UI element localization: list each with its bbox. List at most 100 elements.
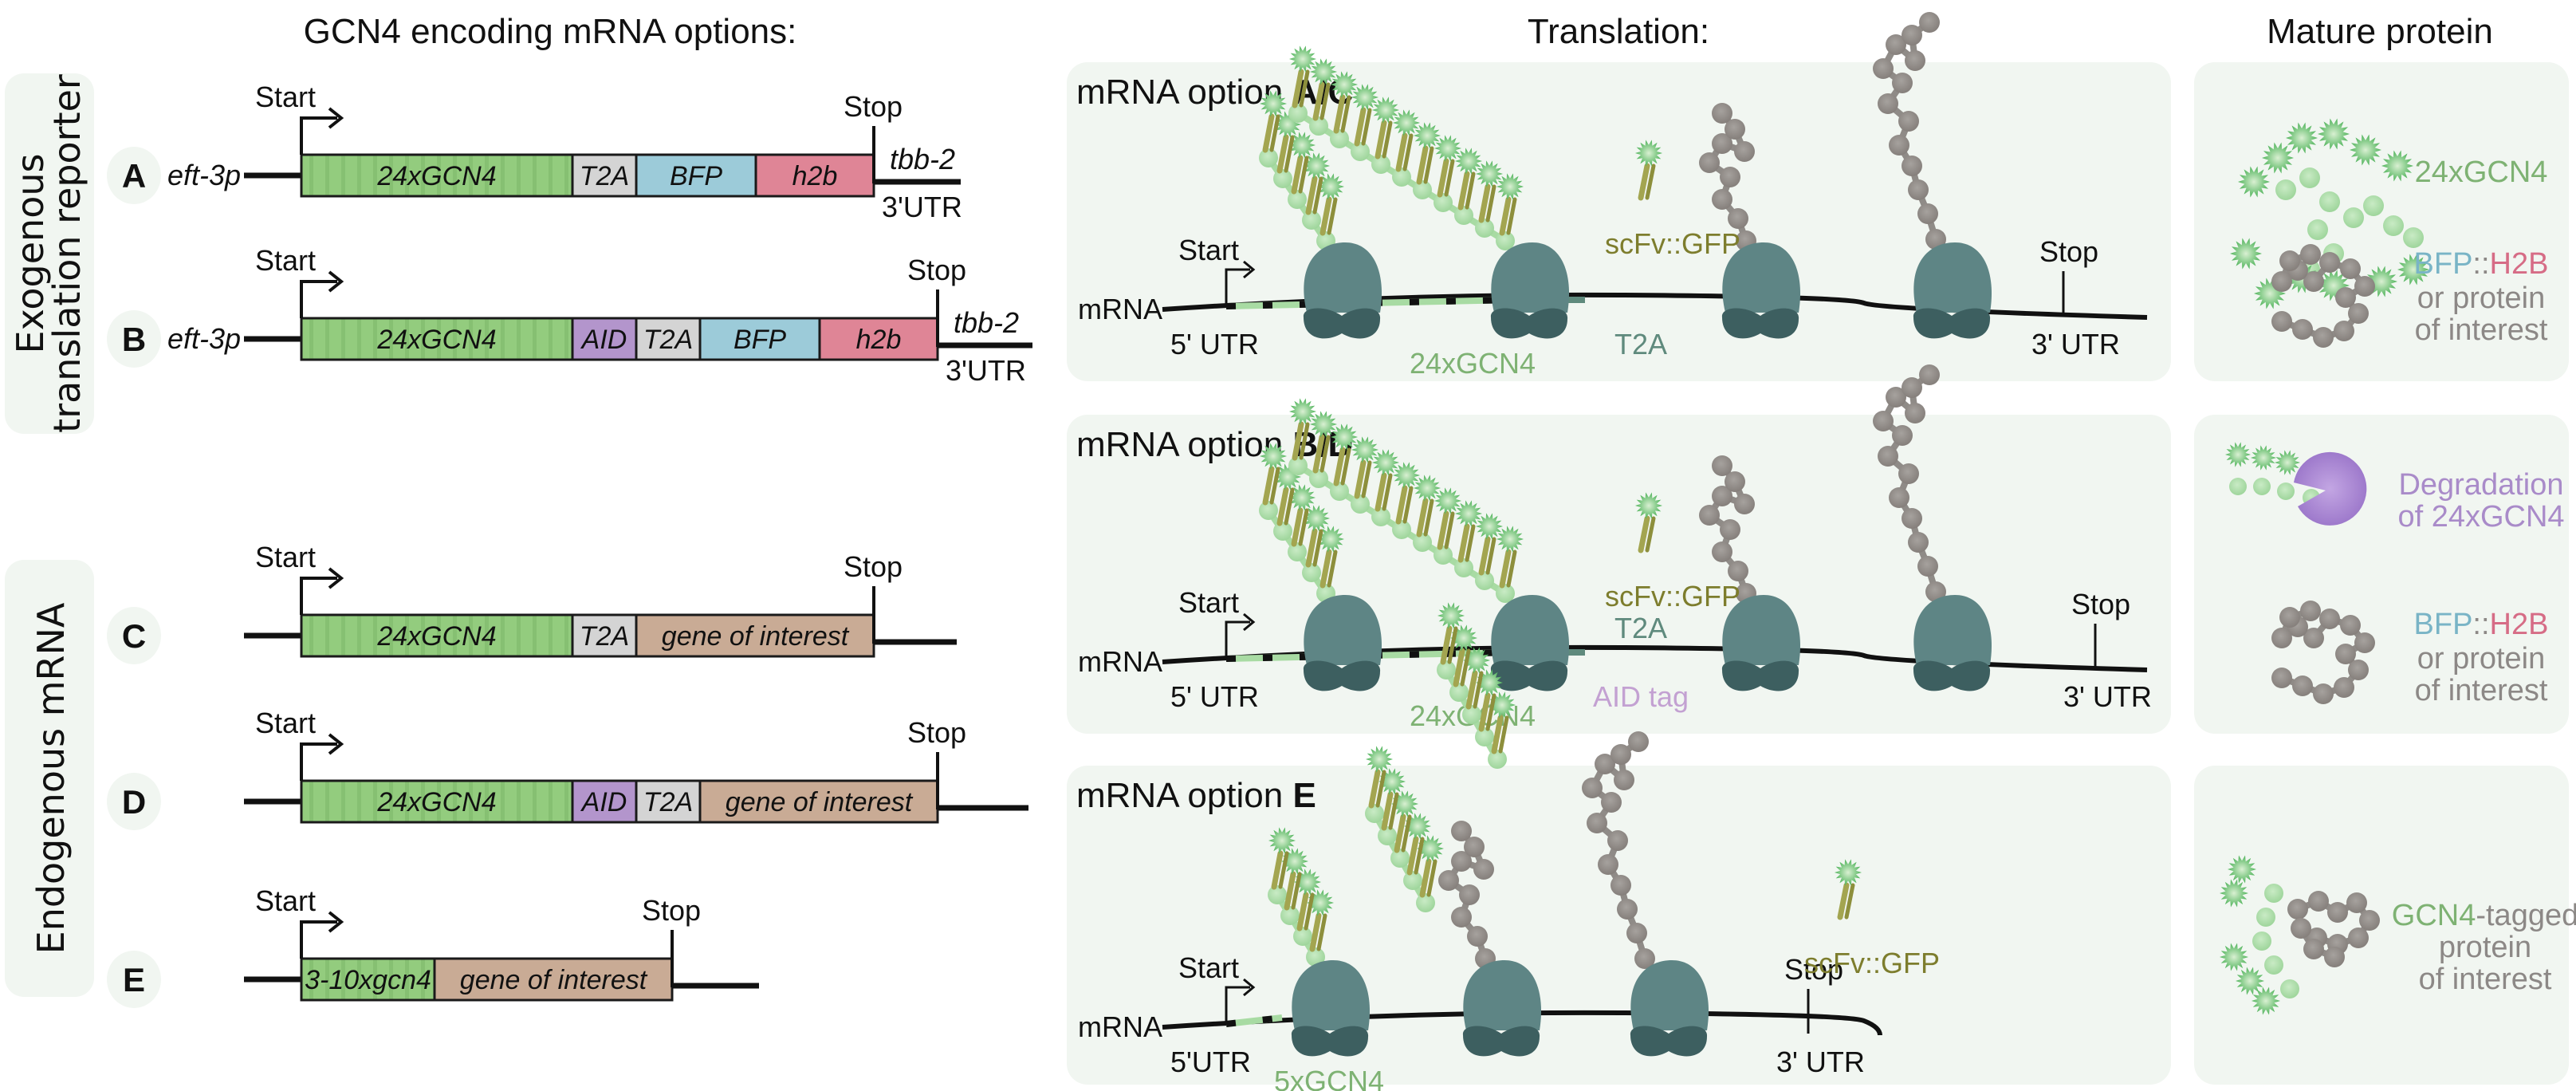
- construct-letter: C: [122, 617, 146, 655]
- scfv-stalk: [1269, 467, 1280, 505]
- gcn4-epitope-bead: [2403, 227, 2424, 248]
- scfv-stalk: [1312, 176, 1323, 215]
- scfv-stalk: [1638, 163, 1650, 201]
- scfv-gfp-icon: [1260, 90, 1287, 153]
- gcn4-epitope-bead: [1454, 206, 1473, 225]
- start-arrow-icon: [300, 107, 344, 155]
- gfp-star-icon: [1289, 398, 1316, 425]
- protein-bead: [1889, 487, 1909, 508]
- ribosome-small-subunit: [1721, 660, 1799, 691]
- ribosome-large-subunit: [1304, 595, 1382, 665]
- utr5-label: 5' UTR: [1170, 680, 1259, 713]
- protein-bead: [2354, 276, 2375, 297]
- start-arrow-icon: [300, 270, 344, 318]
- panel-title: mRNA option A/C: [1076, 73, 1353, 112]
- gcn4-epitope-bead: [1351, 494, 1370, 514]
- scfv-stalk: [1414, 837, 1425, 875]
- gfp-star-icon: [1303, 505, 1330, 532]
- gcn4-epitope-bead: [1434, 193, 1453, 212]
- segment-label: T2A: [643, 325, 693, 355]
- gcn4-epitope-bead: [2299, 167, 2320, 188]
- protein-of-interest-chain: [1873, 12, 1946, 250]
- scfv-stalk: [1333, 94, 1346, 134]
- gcn4-epitope-bead: [1259, 148, 1278, 167]
- segment-box: [635, 153, 757, 198]
- gfp-star-icon: [1434, 135, 1461, 162]
- scfv-stalk: [1269, 114, 1280, 152]
- scfv-stalk: [1340, 95, 1351, 133]
- gcn4-epitope-bead: [1302, 563, 1321, 582]
- protein-of-interest-chain: [1699, 455, 1756, 604]
- scfv-gfp-icon: [1414, 122, 1441, 185]
- scfv-stalk: [1327, 549, 1338, 588]
- protein-bead: [1595, 754, 1615, 774]
- scfv-stalk: [1276, 486, 1289, 526]
- ribosome-icon: [1490, 242, 1570, 339]
- gfp-star-icon: [2238, 166, 2270, 198]
- scfv-stalk: [1340, 447, 1351, 486]
- gcn4-epitope-bead: [1288, 104, 1308, 123]
- protein-bead: [1720, 519, 1740, 540]
- scfv-stalk: [1465, 171, 1476, 210]
- label-part: H2B: [2490, 247, 2549, 281]
- protein-bead: [2348, 303, 2369, 324]
- utr-gene-label: tbb-2: [890, 143, 955, 175]
- protein-bead: [2308, 891, 2329, 912]
- protein-bead: [2303, 628, 2324, 648]
- protein-bead: [2335, 644, 2356, 664]
- protein-bead: [2359, 910, 2380, 931]
- protein-bead: [1734, 141, 1755, 162]
- gfp-star-icon: [1434, 487, 1461, 514]
- protein-bead: [1902, 377, 1922, 398]
- gcn4-epitope-bead: [1302, 211, 1321, 230]
- gfp-star-icon: [1414, 122, 1441, 149]
- scfv-gfp-icon: [1331, 423, 1358, 486]
- protein-bead: [1699, 152, 1720, 173]
- stop-label: Stop: [642, 894, 701, 927]
- scfv-stalk: [1262, 466, 1275, 506]
- protein-bead: [1898, 463, 1919, 484]
- scfv-stalk: [1453, 648, 1465, 687]
- gcn4-epitope-bead: [2343, 207, 2364, 228]
- scfv-stalk: [1499, 196, 1512, 236]
- ribosome-icon: [1630, 960, 1709, 1057]
- gcn4-epitope-bead: [2277, 482, 2295, 500]
- degradation-label: Degradation: [2398, 468, 2563, 502]
- scfv-stalk: [1292, 69, 1304, 108]
- ribosome-icon: [1291, 960, 1371, 1057]
- header-mrna-options: GCN4 encoding mRNA options:: [304, 12, 797, 51]
- ribosome-small-subunit: [1913, 660, 1991, 691]
- gfp-star-icon: [1635, 492, 1662, 519]
- gfp-star-icon: [2275, 450, 2300, 475]
- scfv-gfp-icon: [1372, 449, 1399, 512]
- ribosome-large-subunit: [1292, 960, 1371, 1030]
- protein-bead: [2346, 892, 2367, 913]
- protein-bead: [1467, 926, 1488, 947]
- scfv-stalk: [1361, 108, 1372, 146]
- scfv-stalk: [1478, 183, 1491, 223]
- construct-letter: B: [122, 321, 146, 358]
- gfp-star-icon: [1476, 160, 1503, 187]
- panel-title-prefix: mRNA option: [1076, 425, 1292, 464]
- protein-bead: [2279, 607, 2300, 628]
- gfp-star-icon: [1260, 443, 1287, 470]
- scfv-stalk: [1284, 871, 1296, 911]
- protein-bead: [1451, 851, 1472, 872]
- scfv-stalk: [1402, 486, 1414, 524]
- protein-bead: [1908, 532, 1929, 553]
- utr-label: 3'UTR: [882, 191, 962, 223]
- start-arrow-head: [328, 911, 344, 933]
- scfv-stalk: [1447, 626, 1458, 664]
- gfp-star-icon: [1303, 152, 1330, 179]
- protein-bead: [2334, 321, 2354, 341]
- segment-label: 24xGCN4: [376, 325, 496, 355]
- scfv-gfp-icon: [1366, 746, 1393, 809]
- protein-of-interest-chain: [2271, 601, 2375, 704]
- protein-bead: [2313, 327, 2334, 348]
- gfp-star-icon: [1393, 462, 1420, 489]
